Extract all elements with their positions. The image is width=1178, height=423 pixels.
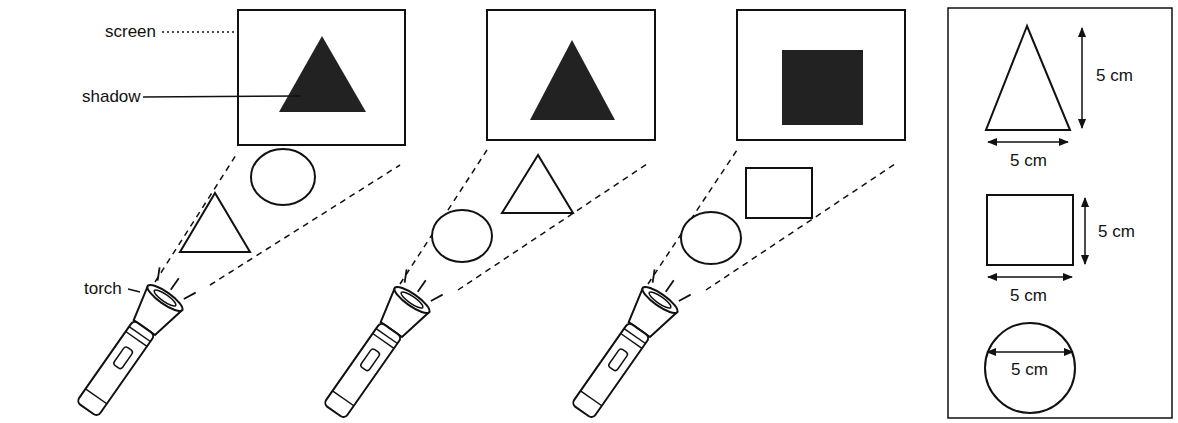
dimension-label: 5 cm [1008,286,1049,306]
setup-three [564,10,905,423]
part-label: torch [82,279,124,299]
dimension-label: 5 cm [1096,222,1137,242]
part-label: shadow [80,87,143,107]
dimension-label: 5 cm [1094,66,1135,86]
shape-panel [948,8,1172,418]
dimension-label: 5 cm [1009,360,1050,380]
dimension-label: 5 cm [1008,151,1049,171]
part-label: screen [103,22,158,42]
